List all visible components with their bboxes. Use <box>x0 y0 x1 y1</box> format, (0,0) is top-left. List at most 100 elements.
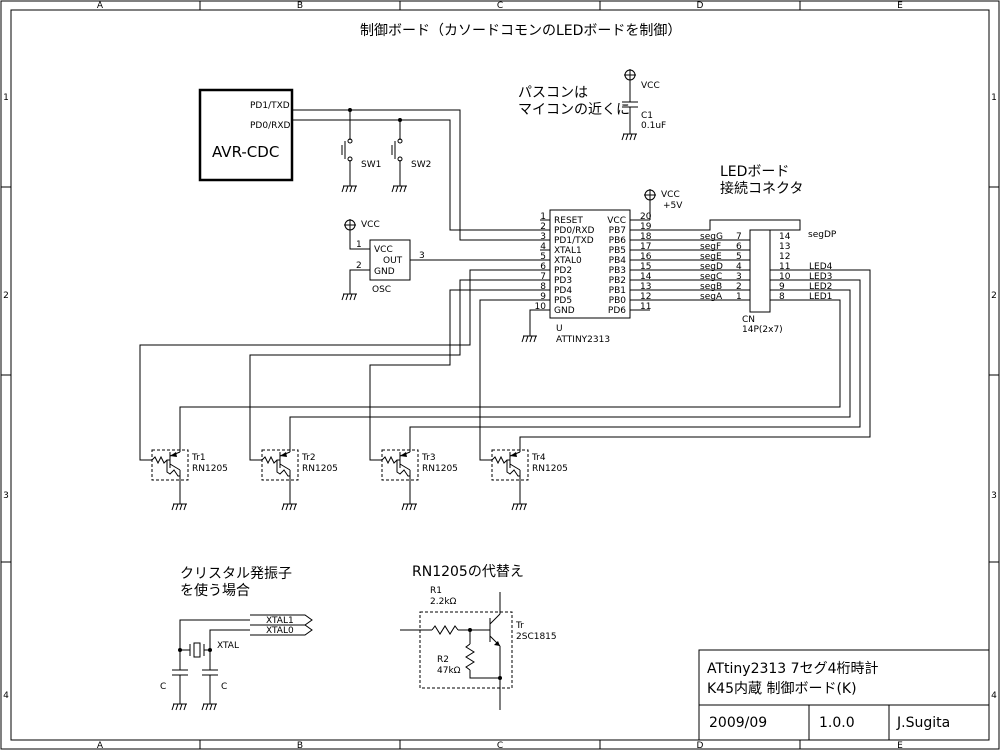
transistor-ref: Tr3 <box>421 453 436 463</box>
mcu-pin-num: 18 <box>640 232 652 242</box>
mcu-pin-num: 3 <box>540 232 546 242</box>
mcu-pin-num: 9 <box>540 292 546 302</box>
cn-net: segG <box>700 232 723 242</box>
cn-led-net: LED2 <box>809 282 832 292</box>
xtal-label: XTAL <box>217 641 239 651</box>
osc-pin-num: 3 <box>419 251 425 261</box>
crystal-note: を使う場合 <box>180 582 250 599</box>
r1-value: 2.2kΩ <box>430 597 457 607</box>
row-label: 2 <box>991 291 997 301</box>
sw1-label: SW1 <box>361 160 381 170</box>
cn-pin: 10 <box>779 272 791 282</box>
mcu-pin-name: PB4 <box>609 256 627 266</box>
r2-ref: R2 <box>437 655 449 665</box>
mcu-pin-name: PD6 <box>608 306 626 316</box>
cn-pin: 1 <box>736 292 742 302</box>
osc-pin: VCC <box>374 245 393 255</box>
tr-ref: Tr <box>515 621 524 631</box>
mcu-pin-name: PB7 <box>609 226 626 236</box>
mcu-pin-name: VCC <box>607 216 626 226</box>
col-label: A <box>97 1 104 11</box>
cn-net: segB <box>700 282 722 292</box>
cn-pin: 3 <box>736 272 742 282</box>
mcu-pin-name: GND <box>554 306 575 316</box>
mcu-pin-name: PB5 <box>609 246 626 256</box>
mcu-pin-name: PB3 <box>609 266 626 276</box>
col-label: D <box>697 741 704 750</box>
sw2-label: SW2 <box>411 160 431 170</box>
oscillator: VCC VCC OUT GND 1 2 3 OSC <box>341 218 540 301</box>
row-label: 2 <box>3 291 9 301</box>
switch-sw2: SW2 <box>391 120 431 193</box>
cn-pin: 13 <box>779 242 790 252</box>
serial-wires <box>292 108 540 241</box>
osc-ref: OSC <box>372 285 391 295</box>
mcu-pin-num: 12 <box>640 292 651 302</box>
mcu-attiny2313: VCC +5V U ATTINY2313 <box>521 188 683 345</box>
title-date: 2009/09 <box>709 715 767 731</box>
col-label: B <box>297 1 303 11</box>
cn-net: segE <box>700 252 722 262</box>
cn-net: segD <box>700 262 723 272</box>
row-label: 4 <box>3 691 9 701</box>
cn-net: segC <box>700 272 722 282</box>
cn-pin: 7 <box>736 232 742 242</box>
xtal1-label: XTAL1 <box>266 616 294 626</box>
sheet-title: 制御ボード（カソードコモンのLEDボードを制御） <box>360 23 681 39</box>
led-board-note: 接続コネクタ <box>720 180 803 197</box>
transistor-ref: Tr2 <box>301 453 316 463</box>
cn-ref: CN <box>742 315 755 325</box>
transistor-part: RN1205 <box>302 464 338 474</box>
cn-pin: 11 <box>779 262 790 272</box>
mcu-part: ATTINY2313 <box>556 335 610 345</box>
mcu-pin-num: 11 <box>640 302 651 312</box>
c1-ref: C1 <box>641 111 653 121</box>
avr-cdc-module: AVR-CDC PD1/TXD PD0/RXD <box>198 88 294 182</box>
transistor-part: RN1205 <box>422 464 458 474</box>
cn-pin: 8 <box>779 292 785 302</box>
mcu-pin-num: 8 <box>540 282 546 292</box>
bypass-capacitor-c1: VCC C1 0.1uF <box>621 68 666 141</box>
col-label: D <box>697 1 704 11</box>
osc-pin-num: 1 <box>356 240 362 250</box>
connector-cn: segDP CN 14P(2x7) <box>650 219 837 335</box>
column-labels: A B C D E A B C D E <box>97 1 903 750</box>
title-author: J.Sugita <box>896 715 950 731</box>
transistor-ref: Tr4 <box>531 453 546 463</box>
title-line2: K45内蔵 制御ボード(K) <box>707 681 857 697</box>
alt-transistor-circuit: R1 2.2kΩ R2 47kΩ Tr 2SC1815 <box>400 586 557 710</box>
row-label: 3 <box>3 491 9 501</box>
mcu-pin-name: PD0/RXD <box>554 226 595 236</box>
mcu-pin-name: PD5 <box>554 296 572 306</box>
col-label: C <box>497 1 503 11</box>
vcc-label: VCC <box>641 81 660 91</box>
cn-net: segA <box>700 292 723 302</box>
mcu-pin-name: PB2 <box>609 276 626 286</box>
title-block: ATtiny2313 7セグ4桁時計 K45内蔵 制御ボード(K) 2009/0… <box>698 649 990 741</box>
row-labels: 1 2 3 4 1 2 3 4 <box>3 93 997 701</box>
mcu-pin-num: 16 <box>640 252 652 262</box>
crystal-circuit: XTAL1 XTAL0 XTAL C C <box>160 614 313 711</box>
cn-pin: 12 <box>779 252 790 262</box>
mcu-pin-num: 4 <box>540 242 546 252</box>
row-label: 4 <box>991 691 997 701</box>
cn-part: 14P(2x7) <box>742 325 783 335</box>
mcu-ref: U <box>556 324 563 334</box>
cn-pin: 4 <box>736 262 742 272</box>
col-label: E <box>897 1 903 11</box>
tr-part: 2SC1815 <box>516 632 557 642</box>
crystal-note: クリスタル発振子 <box>180 566 292 582</box>
mcu-pin-name: PB1 <box>609 286 626 296</box>
mcu-pin-name: XTAL1 <box>554 246 582 256</box>
mcu-pin-num: 15 <box>640 262 651 272</box>
title-line1: ATtiny2313 7セグ4桁時計 <box>707 661 878 677</box>
pin-label: PD1/TXD <box>250 101 290 111</box>
col-label: A <box>97 741 104 750</box>
